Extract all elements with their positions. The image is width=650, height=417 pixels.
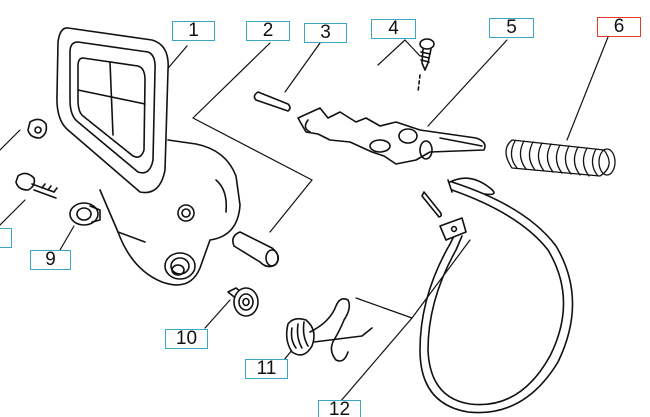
leader-lines — [0, 36, 609, 403]
callout-3[interactable]: 3 — [304, 23, 347, 43]
callout-5[interactable]: 5 — [489, 18, 534, 38]
callout-4[interactable]: 4 — [371, 19, 416, 39]
callout-12[interactable]: 12 — [318, 400, 361, 417]
callout-9[interactable]: 9 — [30, 250, 71, 270]
callout-partial-left[interactable] — [0, 228, 12, 248]
screw-part — [417, 38, 435, 93]
callout-10[interactable]: 10 — [165, 329, 208, 349]
callout-11[interactable]: 11 — [245, 359, 288, 379]
brake-lever-part — [297, 107, 486, 165]
left-fasteners — [15, 118, 101, 226]
bushing-part — [227, 287, 259, 317]
callout-2[interactable]: 2 — [246, 21, 290, 41]
handle-guard-part — [56, 27, 241, 286]
torsion-spring-part — [285, 298, 373, 362]
callout-6-highlighted[interactable]: 6 — [597, 17, 641, 37]
callout-1[interactable]: 1 — [172, 21, 215, 41]
band-pin-part — [421, 191, 443, 218]
brake-band-part — [419, 177, 574, 414]
shoulder-bolt-part — [232, 231, 280, 268]
pin-part — [253, 91, 291, 112]
spring-part — [505, 139, 616, 177]
